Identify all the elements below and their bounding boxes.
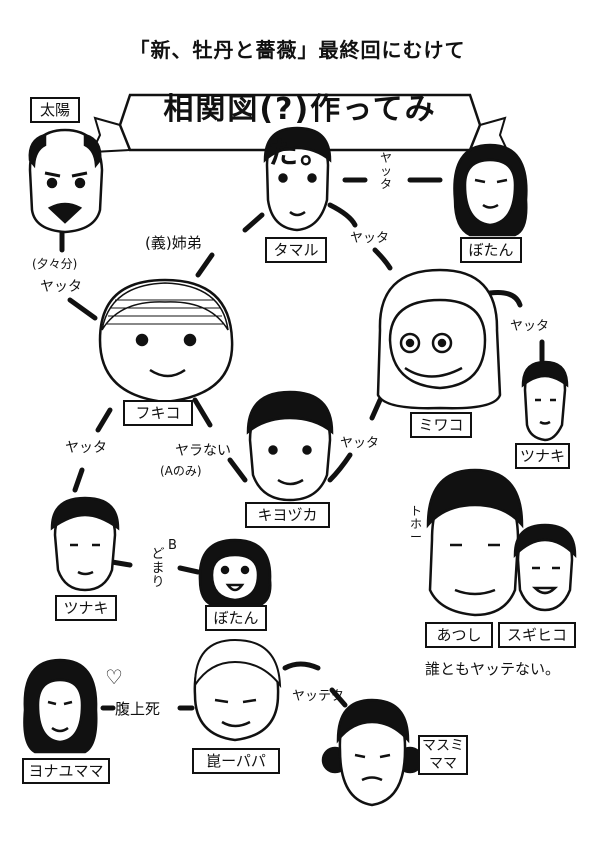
label-taiyo-fukiko-note: (夕々分)	[32, 257, 78, 271]
name-fukiko: フキコ	[123, 400, 193, 426]
name-papa: 崑ーパパ	[192, 748, 280, 774]
atsushi-face-icon	[426, 468, 524, 617]
label-yonayu-papa: 腹上死	[115, 700, 161, 718]
heart-icon: ♡	[105, 665, 123, 689]
miwako-face-icon	[376, 268, 502, 410]
name-taiyo: 太陽	[30, 97, 80, 123]
papa-face-icon	[193, 638, 282, 742]
line-tsunaki-botan	[109, 559, 133, 568]
name-tsunaki-left: ツナキ	[55, 595, 117, 621]
name-kiyozuka: キヨヅカ	[245, 502, 330, 528]
line-fukiko-tsunaki	[95, 407, 113, 433]
page-title: 相関図(?)作ってみた。	[163, 92, 437, 171]
label-fukiko-tsunaki: ヤッタ	[65, 440, 107, 456]
name-tamaru: タマル	[265, 237, 327, 263]
label-miwako-tsunaki: ヤッタ	[510, 319, 550, 334]
label-atsushi-mark: トホー	[409, 504, 422, 544]
label-tsunaki-botan-b: B	[168, 538, 177, 553]
name-botan-bottom: ぼたん	[205, 605, 267, 631]
label-kiyozuka-miwako: ヤッタ	[340, 436, 380, 451]
masumi-mama-face-icon	[321, 698, 424, 807]
line-tamaru-fukiko	[242, 212, 265, 233]
kiyozuka-face-icon	[246, 390, 334, 502]
name-botan-top: ぼたん	[460, 237, 522, 263]
yonayu-mama-face-icon	[23, 658, 98, 754]
line-kiyozuka-miwako	[327, 452, 353, 483]
name-masumi-mama: マスミママ	[418, 735, 468, 775]
label-fukiko-kiyozuka-note: (Aのみ)	[160, 464, 202, 478]
label-papa-masumi: ヤッテタ	[292, 689, 345, 704]
label-fukiko-kiyozuka: ヤラない	[175, 443, 231, 459]
label-tamaru-fukiko: (義)姉弟	[145, 234, 202, 252]
fukiko-face-icon	[98, 278, 234, 404]
label-tamaru-miwako: ヤッタ	[350, 231, 390, 246]
line-papa-masumi	[282, 661, 321, 671]
botan-bottom-face-icon	[198, 538, 272, 607]
line-tamaru-miwako	[327, 202, 358, 228]
name-sugihiko: スギヒコ	[498, 622, 576, 648]
tsunaki-right-face-icon	[521, 360, 569, 442]
name-tsunaki-right: ツナキ	[515, 443, 570, 469]
tamaru-face-icon	[263, 126, 332, 232]
label-atsushi-note: 誰ともヤッテない。	[425, 660, 561, 678]
name-yonayu-mama: ヨナユママ	[22, 758, 110, 784]
tsunaki-left-face-icon	[50, 496, 120, 592]
name-atsushi: あつし	[425, 622, 493, 648]
label-taiyo-fukiko: ヤッタ	[40, 279, 82, 295]
line-miwako-tsunaki	[487, 290, 523, 308]
sugihiko-face-icon	[513, 523, 577, 612]
line-fukiko-kiyozuka	[192, 397, 213, 428]
name-miwako: ミワコ	[410, 412, 472, 438]
label-tamaru-botan: ヤッタ	[379, 151, 392, 191]
botan-top-face-icon	[453, 143, 528, 237]
subtitle: 「新、牡丹と薔薇」最終回にむけて	[129, 38, 466, 62]
label-tsunaki-botan: どまり	[151, 547, 165, 590]
taiyo-face-icon	[28, 128, 104, 234]
